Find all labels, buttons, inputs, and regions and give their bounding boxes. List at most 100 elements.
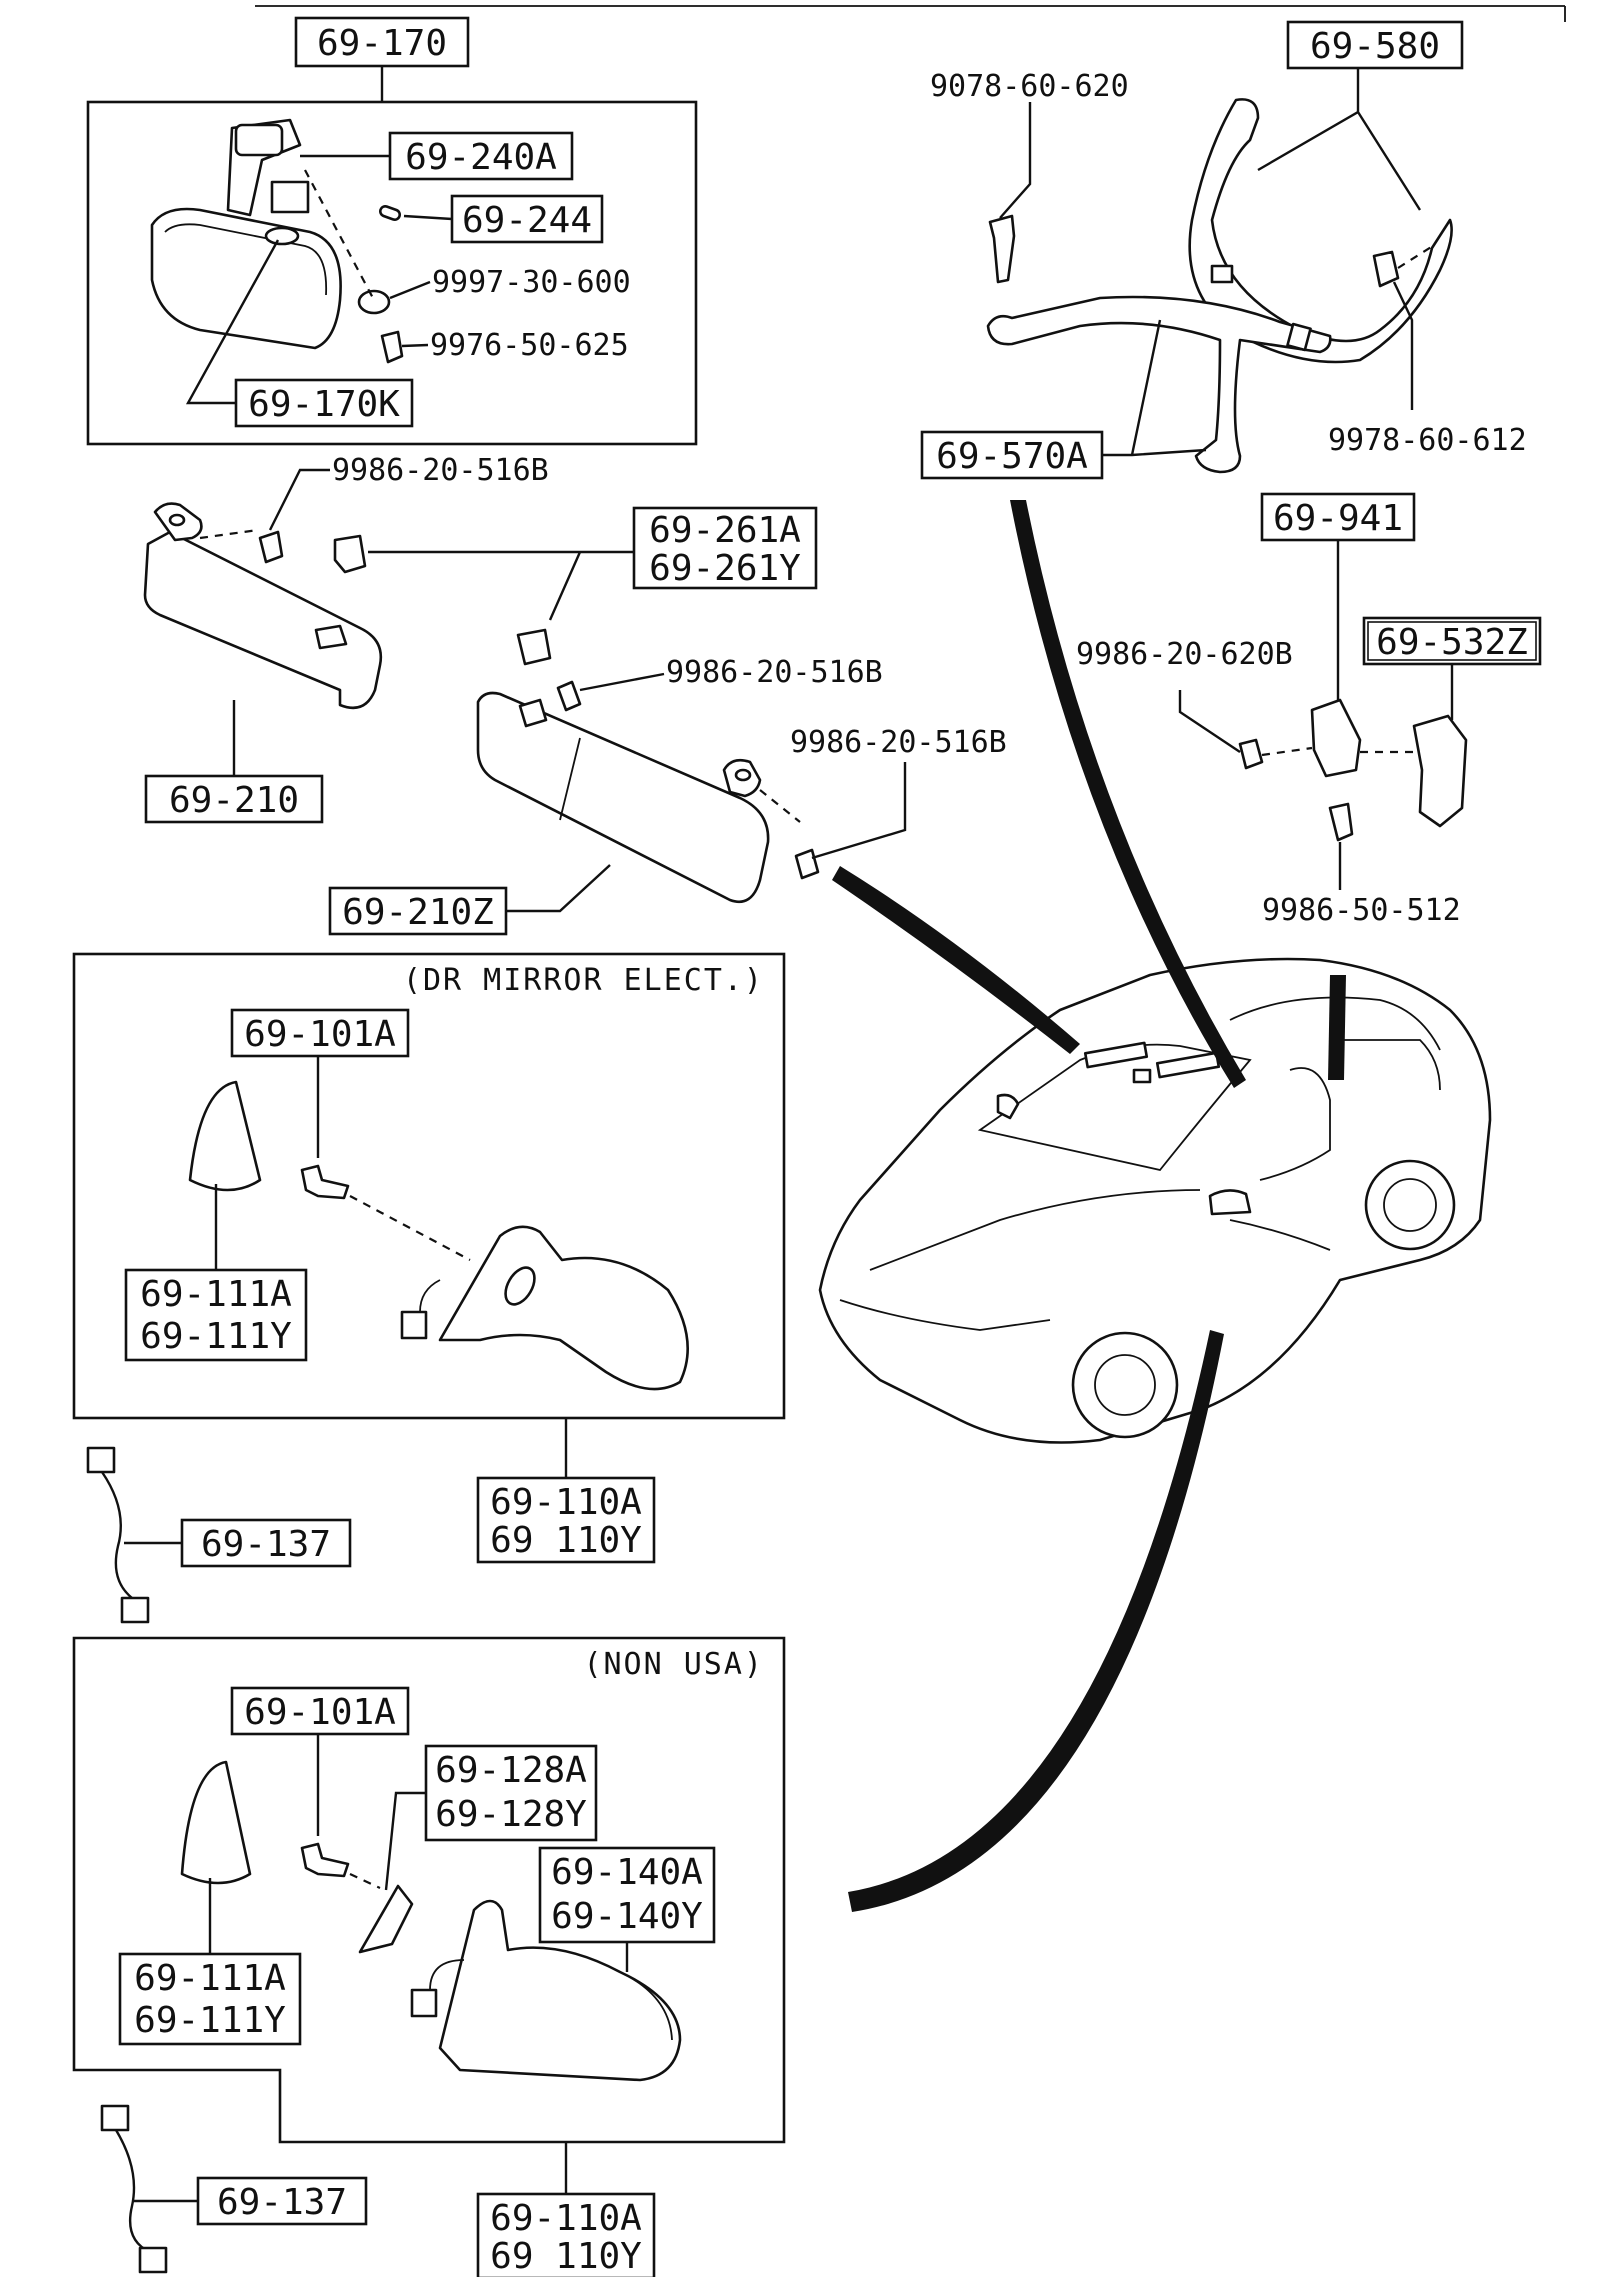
visor-left-screw: [258, 530, 284, 564]
part-label-69-570a: 69-570A: [936, 436, 1088, 477]
non-usa-group: (NON USA) 69-101A 69-128A 69-128Y 69-140…: [72, 1636, 786, 2277]
mirror-connector-2: [410, 1988, 438, 2018]
part-label-69-240a: 69-240A: [405, 137, 557, 178]
part-label-69-111a-2: 69-111A: [134, 1958, 286, 1999]
harness-connector-2b: [138, 2246, 168, 2274]
mirror-mount-pad: [270, 180, 310, 214]
label-box-69-580: [1286, 20, 1464, 70]
harness-connector-1a: [86, 1446, 116, 1474]
part-label-69-261y: 69-261Y: [649, 548, 801, 589]
label-box-69-210: [144, 774, 324, 824]
frame-non-usa: [72, 1636, 786, 2144]
car-right-mirror: [1208, 1189, 1252, 1216]
part-label-9986-20-516b-c: 9986-20-516B: [790, 725, 1007, 760]
part-label-9986-20-620b: 9986-20-620B: [1076, 637, 1293, 672]
bracket-69-941: [1310, 698, 1362, 778]
door-mirror-69-110-1: [438, 1225, 689, 1391]
nut-9997-30-600: [357, 289, 391, 315]
harness-69-570a: [986, 295, 1332, 474]
part-label-69-110a-1: 69-110A: [490, 1482, 642, 1523]
rear-view-mirror-group: 69-170 69-240A 69-244 9997-30-600 9976-5…: [86, 16, 698, 446]
screw-9976-50-625: [380, 330, 404, 364]
part-label-69-941: 69-941: [1273, 498, 1403, 539]
car-rear-wheel: [1364, 1159, 1456, 1251]
harness-69-580: [1188, 98, 1453, 364]
callout-arrows: [832, 500, 1346, 1912]
part-label-69-170k: 69-170K: [248, 384, 400, 425]
car-interior-mirror: [1132, 1068, 1152, 1084]
part-label-69-111y-2: 69-111Y: [134, 2000, 286, 2041]
part-label-9997-30-600: 9997-30-600: [432, 265, 631, 300]
part-label-69-261a: 69-261A: [649, 510, 801, 551]
label-box-69-240a: [388, 131, 574, 181]
part-label-69-110y-2: 69 110Y: [490, 2236, 642, 2277]
harness-wire-69-137-1: [101, 1471, 133, 1599]
label-box-69-532z: [1362, 616, 1542, 666]
bolt-9978-60-612: [1372, 250, 1400, 288]
harness-connector-2a: [100, 2104, 130, 2132]
part-label-9986-20-516b-a: 9986-20-516B: [332, 453, 549, 488]
mirror-connector-1: [400, 1310, 428, 1340]
top-border: [255, 5, 1566, 22]
label-box-69-101a-2: [230, 1686, 410, 1736]
label-box-69-210z: [328, 886, 508, 936]
visor-right-screw-a: [556, 680, 582, 712]
label-box-69-111-1: [124, 1268, 308, 1362]
sun-visor-right: [476, 680, 820, 904]
part-label-69-110a-2: 69-110A: [490, 2198, 642, 2239]
car-roof-line: [1229, 996, 1441, 1051]
label-box-69-110-1: [476, 1476, 656, 1564]
screw-69-101a-1: [300, 1164, 350, 1200]
part-label-69-137-1: 69-137: [201, 1524, 331, 1565]
label-box-69-261: [632, 506, 818, 590]
car-left-mirror: [996, 1093, 1020, 1120]
frame-rear-mirror: [86, 100, 698, 446]
gasket-69-128: [358, 1884, 414, 1954]
arrow-harness-to-car: [1010, 500, 1246, 1088]
mirror-mount-bracket: [234, 123, 284, 157]
label-box-69-111-2: [118, 1952, 302, 2046]
visor-clip-69-261: [333, 534, 367, 574]
part-label-69-111a-1: 69-111A: [140, 1274, 292, 1315]
screw-69-101a-2: [300, 1842, 350, 1878]
frame-dr-mirror-elect: [72, 952, 786, 1420]
harness-group: 9078-60-620 69-580 69-570A 9978-60-612 6…: [920, 20, 1542, 928]
mirror-pad-part: [379, 204, 401, 222]
visor-clip-69-261-b: [516, 628, 552, 666]
rear-view-mirror: [150, 118, 342, 350]
mirror-cover-69-111: [188, 1080, 262, 1192]
car-front-wheel: [1071, 1331, 1179, 1439]
part-label-69-580: 69-580: [1310, 26, 1440, 67]
part-label-69-137-2: 69-137: [217, 2182, 347, 2223]
arrow-mirror-to-car: [848, 1330, 1224, 1912]
bolt-9078-60-620: [988, 214, 1016, 284]
visor-right-screw-b: [794, 848, 820, 880]
bracket-69-532z: [1412, 714, 1468, 828]
part-label-69-140y: 69-140Y: [551, 1896, 703, 1937]
arrow-visor-to-car: [832, 866, 1080, 1054]
part-label-69-210: 69-210: [169, 780, 299, 821]
part-label-9978-60-612: 9978-60-612: [1328, 423, 1527, 458]
label-box-69-570a: [920, 430, 1104, 480]
part-label-69-128a: 69-128A: [435, 1750, 587, 1791]
harness-wire-69-137-2: [114, 2129, 151, 2254]
label-box-69-140: [538, 1846, 716, 1944]
harness-connector-1b: [120, 1596, 150, 1624]
arrow-bracket-to-car: [1328, 975, 1346, 1080]
part-label-9976-50-625: 9976-50-625: [430, 328, 629, 363]
door-mirror-elect-group: (DR MIRROR ELECT.) 69-101A 69-111A 69-11…: [72, 952, 786, 1624]
part-label-69-210z: 69-210Z: [342, 892, 494, 933]
part-label-9078-60-620: 9078-60-620: [930, 69, 1129, 104]
screw-9986-20-620b: [1238, 738, 1264, 770]
part-label-69-101a-1: 69-101A: [244, 1014, 396, 1055]
label-box-69-101a-1: [230, 1008, 410, 1058]
label-box-69-170: [294, 16, 470, 68]
part-label-69-140a: 69-140A: [551, 1852, 703, 1893]
part-label-69-244: 69-244: [462, 200, 592, 241]
car-interior-visor-left: [1083, 1041, 1149, 1069]
part-label-69-128y: 69-128Y: [435, 1794, 587, 1835]
part-label-69-111y-1: 69-111Y: [140, 1316, 292, 1357]
part-label-9986-20-516b-b: 9986-20-516B: [666, 655, 883, 690]
label-box-69-137-2: [196, 2176, 368, 2226]
